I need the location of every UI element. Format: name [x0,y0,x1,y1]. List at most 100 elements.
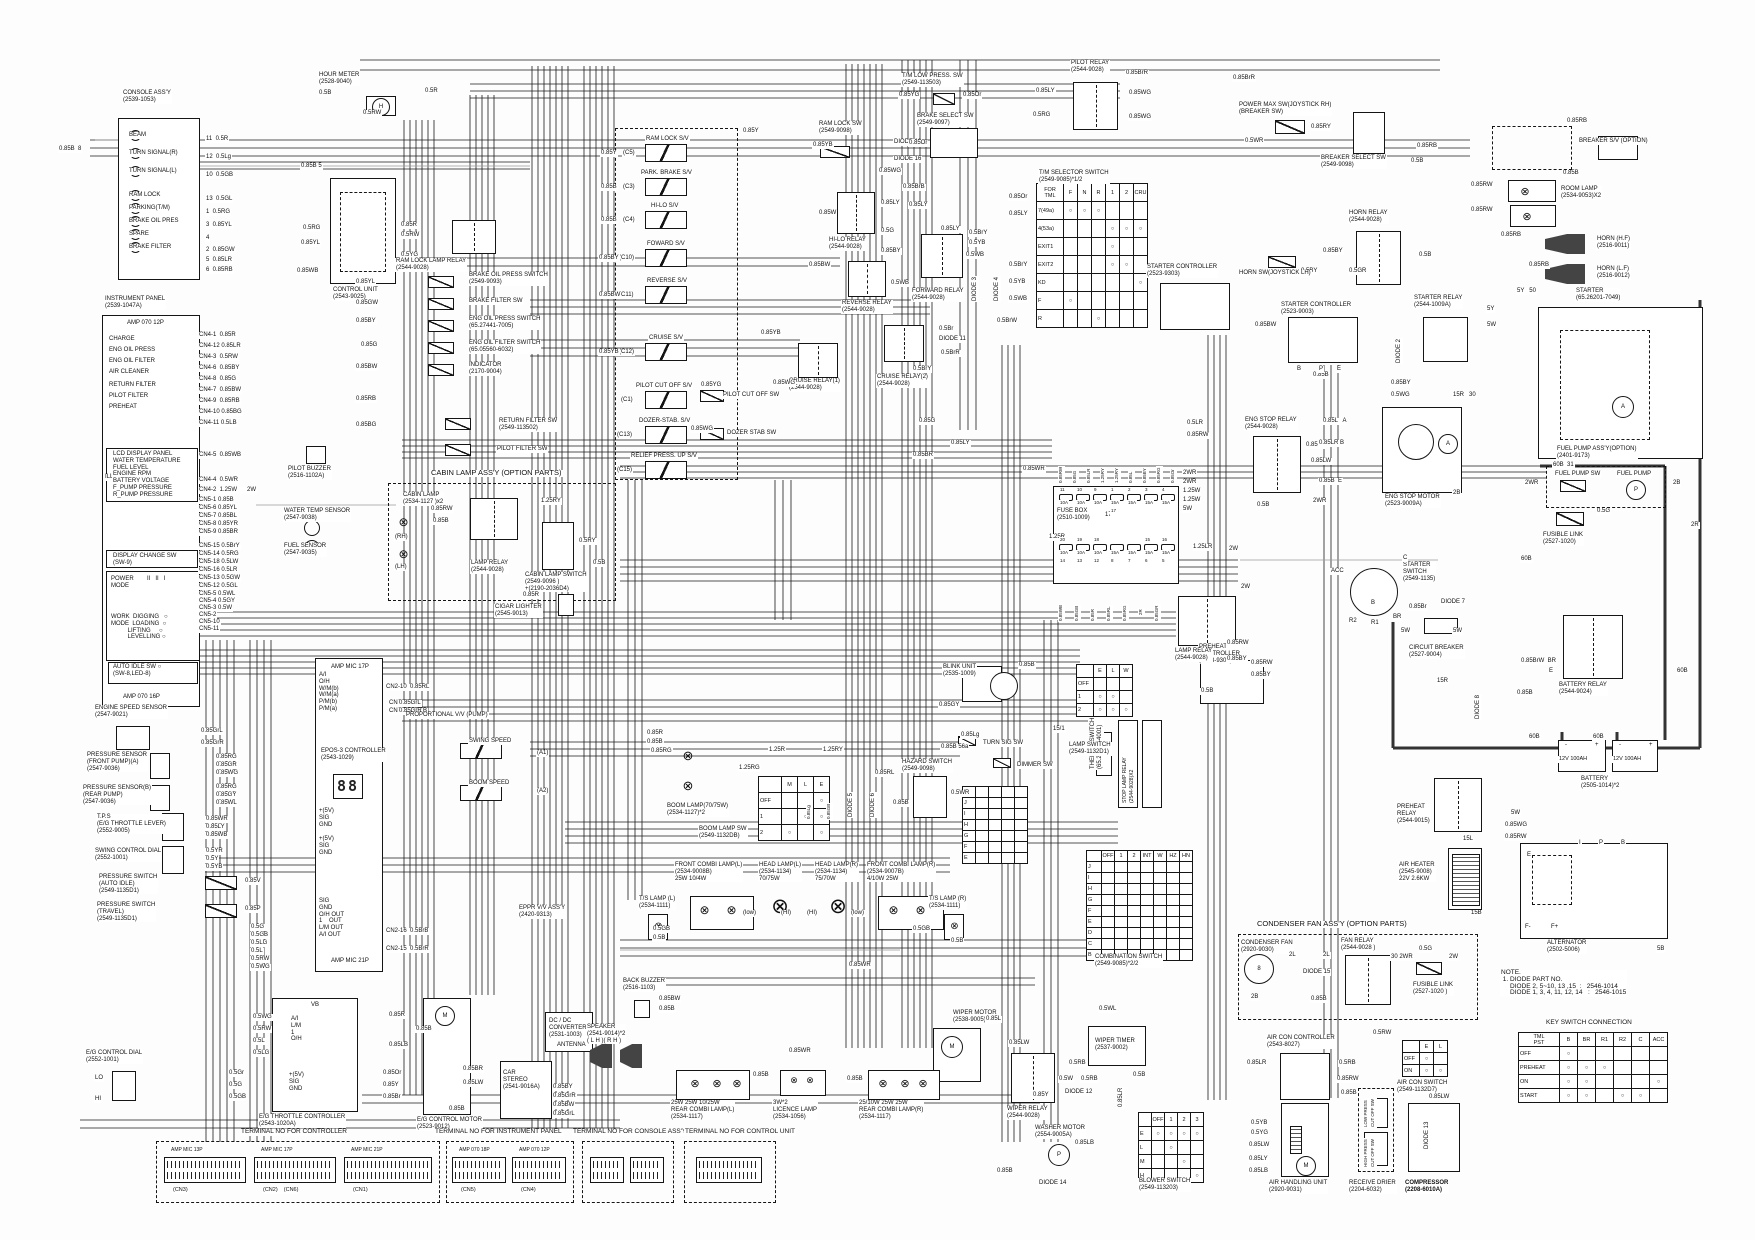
lamp-icon: ⊗ [699,902,710,917]
label: FRONT COMBI LAMP(R) (2534-9007B) 4/10W 2… [866,862,937,883]
component-box [150,753,170,779]
label: 0.5L [250,948,264,955]
label: +(5V) SIG GND [288,1072,305,1093]
switch-symbol [205,876,237,890]
label: RAM LOCK S/V [645,136,690,143]
label: CN4-11 0.5LB [198,420,238,427]
label: 0.85B 8 [58,146,83,153]
lamp-icon: ⊗ [900,1077,910,1090]
label: 0.85WG [878,168,903,175]
relay-box [798,343,838,378]
label: LO [94,1075,105,1082]
label: CONDENSER FAN ASS'Y (OPTION PARTS) [1256,919,1408,928]
label: HEAD LAMP(R) (2534-1134) 75/70W [814,862,860,883]
label: TURN SIGNAL(R) [128,150,179,157]
label: 0.85Or [1170,468,1177,484]
label: CN4-4 0.5WR [198,477,240,484]
label: 5Y 50 [1516,288,1537,295]
label: 0.85WB [296,268,320,275]
component-box [1424,618,1458,634]
label: 0.85L A [1322,418,1348,425]
label: BRAKE SELECT SW (2549-9097) [916,113,975,127]
label: RAM LOCK [128,192,162,199]
label: 0.5Y [205,856,220,863]
label: 0.85LB [1248,1168,1270,1175]
label: 0.85B [752,1072,770,1079]
label: CN4-2 1.25W 2W [198,487,258,494]
switch-symbol [428,276,454,288]
fuse-rating: 15A [1110,550,1121,557]
terminal-group [684,1141,776,1203]
label: 0.85BrR [1125,70,1150,77]
ammeter-icon: A [1612,396,1634,418]
label: 0.85GrL [552,1111,576,1118]
label: CN5-13 0.5GW [198,575,242,582]
component-box [1560,330,1650,440]
label: 0.85WG [690,426,715,433]
label: 0.5GB [228,1094,248,1101]
relay-box [921,234,963,278]
label: 6 0.85RB [205,267,234,274]
label: 0.5Br [938,326,955,333]
label: ANTENNA [556,1042,587,1049]
label: BREAKER S/V (OPTION) [1578,138,1649,145]
label: 0.85GrR [200,740,225,747]
label: 1.25LR [1192,544,1214,551]
fuse-number: 4 [1161,487,1166,494]
label: 0.5WB [1008,296,1029,303]
label: 0.85RW [1504,834,1528,841]
label: DIODE 14 [1038,1180,1068,1187]
label: HOUR METER (2528-9040) [318,72,361,86]
fuse-number: 6 [1144,558,1149,565]
label: 0.5RY [578,538,597,545]
label: 0.5YB [1250,1120,1269,1127]
label: 0.5LR [1186,420,1205,427]
component-box [868,1070,940,1100]
label: 0.5WG [252,1014,273,1021]
label: CONTROL UNIT (2543-9025) [332,287,379,301]
label: PREHEAT RELAY (2544-9015) [1396,804,1431,825]
lamp-icon: ⊗ [398,546,409,561]
label: 0.5GB [652,926,672,933]
label: AIR CON SWITCH (2549-1132D7) [1396,1080,1449,1094]
label: TURN SIGNAL(L) [128,168,178,175]
connector-type-label: AMP 070 12P [518,1147,551,1154]
label: LOW PRESS CUT OFF SW [1363,1098,1377,1128]
label: KEY SWITCH CONNECTION [1545,1019,1633,1027]
label: (A2) [536,788,550,795]
component-box [1238,934,1478,1020]
component-box [1142,720,1162,808]
lamp-icon: ⊗ [1522,210,1532,223]
valve-symbol [645,286,687,304]
label: PRESSURE SENSOR (FRONT PUMP)(A) (2547-90… [86,752,149,773]
label: POWER MODE [110,576,135,590]
label: A/I L/M 1 O/H [290,1016,303,1044]
connector-drawing [254,1157,336,1183]
label: PRESSURE SWITCH (AUTO IDLE) (2549-1135D1… [98,874,159,895]
label: 0.85LR [1246,1060,1268,1067]
label: 0.85RB [1528,262,1551,269]
label: 0.5G [1418,946,1434,953]
label: LAMP RELAY (2544-9028) [1174,648,1214,662]
lamp-icon: ⊗ [790,1074,798,1085]
component-box [634,1000,650,1018]
component-box [1353,112,1385,154]
label: PILOT CUT OFF S/V [635,383,694,390]
label: T/S LAMP (R) (2534-1111) [928,896,968,910]
fuse-number: 20 [1059,537,1067,544]
label: B [1370,600,1377,607]
label: 0.5YB [968,240,987,247]
label: 0.85LY [1305,442,1326,449]
label: CIGAR LIGHTER (2545-9013) [494,604,543,618]
label: 0.5YR [205,848,224,855]
component-box [1280,1053,1330,1100]
label: 0.85YL [300,240,322,247]
label: 0.85V [244,878,262,885]
switch-symbol [428,342,454,354]
fuse-rating: 15A [1110,500,1121,507]
label: (C12) [618,349,636,356]
switch-symbol [205,904,237,918]
label: AMP 070 16P [122,694,161,701]
label: 1.25RG [738,765,761,772]
